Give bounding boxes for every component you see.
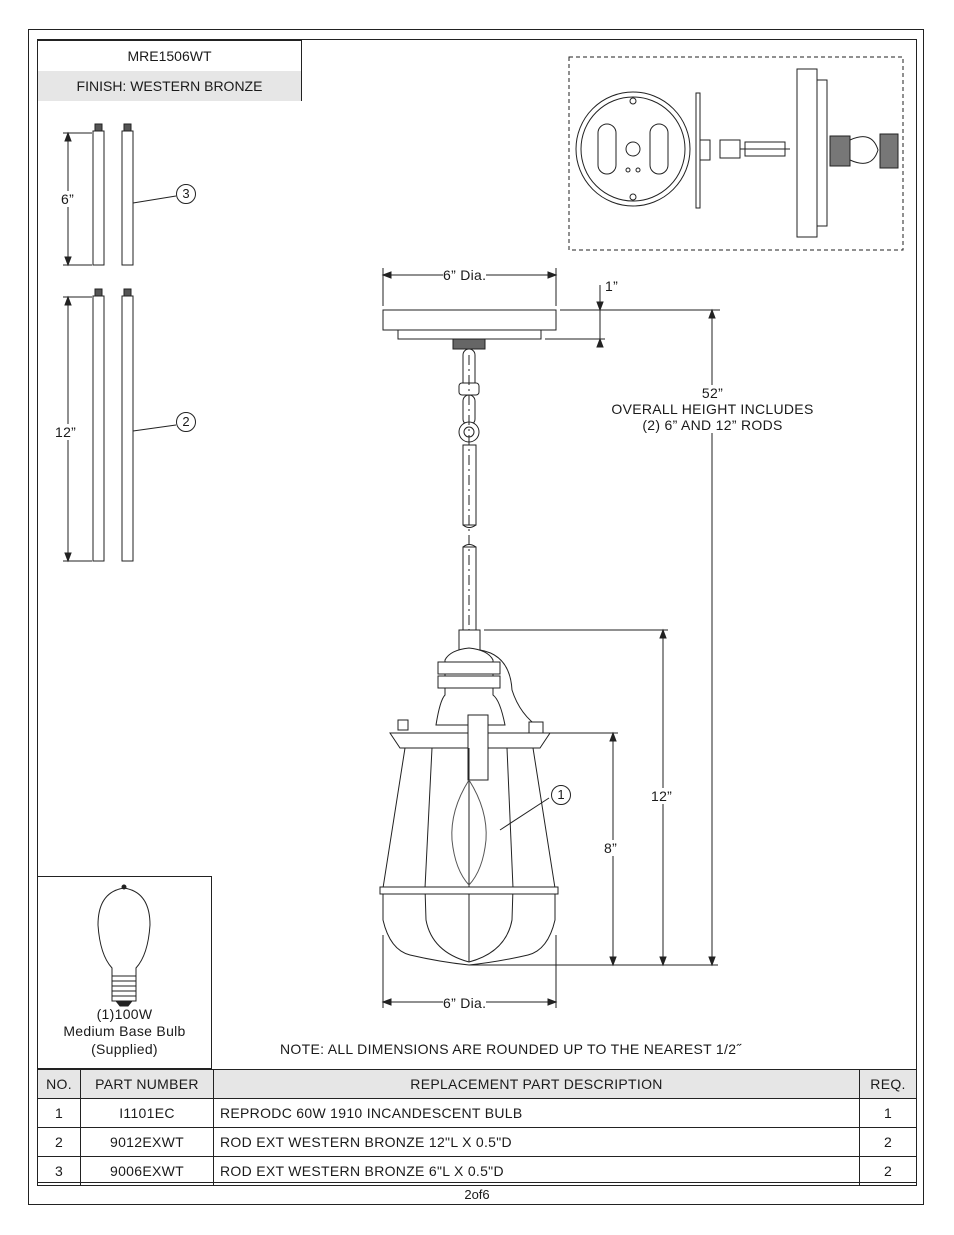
rod-long-pair — [63, 288, 177, 563]
callout-3: 3 — [176, 184, 196, 204]
cell-description: ROD EXT WESTERN BRONZE 6"L X 0.5"D — [213, 1156, 860, 1186]
rod-long-length: 12” — [55, 424, 77, 440]
mounting-hardware-detail — [568, 56, 904, 251]
canopy-diameter: 6” Dia. — [443, 267, 487, 283]
header-description: REPLACEMENT PART DESCRIPTION — [213, 1069, 860, 1099]
table-row: 2 9012EXWT ROD EXT WESTERN BRONZE 12"L X… — [37, 1127, 917, 1157]
cage-height: 8” — [604, 840, 618, 856]
overall-height-line2: (2) 6” AND 12” RODS — [642, 417, 783, 433]
cell-description: REPRODC 60W 1910 INCANDESCENT BULB — [213, 1098, 860, 1128]
height-dimensions — [381, 308, 718, 1008]
fixture-diameter: 6” Dia. — [443, 995, 487, 1011]
model-number: MRE1506WT — [38, 41, 301, 72]
overall-height: 52” OVERALL HEIGHT INCLUDES (2) 6” AND 1… — [590, 385, 835, 433]
bulb-wattage: (1)100W — [96, 1006, 153, 1022]
table-header-row: NO. PART NUMBER REPLACEMENT PART DESCRIP… — [37, 1069, 917, 1099]
model-info-box: MRE1506WT FINISH: WESTERN BRONZE — [37, 40, 302, 101]
page-number: 2of6 — [464, 1187, 490, 1202]
cell-part-number: 9006EXWT — [80, 1156, 214, 1186]
fixture-height: 12” — [651, 788, 673, 804]
callout-1: 1 — [551, 785, 571, 805]
table-row: 3 9006EXWT ROD EXT WESTERN BRONZE 6"L X … — [37, 1156, 917, 1186]
bulb-base-type: Medium Base Bulb — [63, 1023, 186, 1039]
overall-height-line1: OVERALL HEIGHT INCLUDES — [611, 401, 814, 417]
rod-short-pair — [63, 123, 177, 267]
table-row: 1 I1101EC REPRODC 60W 1910 INCANDESCENT … — [37, 1098, 917, 1128]
cell-req: 2 — [859, 1127, 917, 1157]
bulb-supplied: (Supplied) — [91, 1041, 158, 1057]
bulb-info-box: (1)100W Medium Base Bulb (Supplied) — [37, 876, 212, 1069]
canopy-height: 1” — [605, 278, 619, 294]
canopy — [381, 268, 720, 350]
cell-part-number: 9012EXWT — [80, 1127, 214, 1157]
replacement-parts-table: NO. PART NUMBER REPLACEMENT PART DESCRIP… — [37, 1069, 917, 1186]
cell-no: 1 — [37, 1098, 81, 1128]
cell-description: ROD EXT WESTERN BRONZE 12"L X 0.5"D — [213, 1127, 860, 1157]
callout-2: 2 — [176, 412, 196, 432]
cell-part-number: I1101EC — [80, 1098, 214, 1128]
cell-no: 2 — [37, 1127, 81, 1157]
header-part-number: PART NUMBER — [80, 1069, 214, 1099]
bulb-illustration — [97, 884, 151, 1007]
finish-label: FINISH: WESTERN BRONZE — [38, 71, 301, 101]
cell-no: 3 — [37, 1156, 81, 1186]
header-no: NO. — [37, 1069, 81, 1099]
outer-frame — [28, 29, 924, 1205]
dimension-note: NOTE: ALL DIMENSIONS ARE ROUNDED UP TO T… — [280, 1041, 742, 1057]
fixture-body — [379, 355, 559, 966]
header-req: REQ. — [859, 1069, 917, 1099]
overall-height-value: 52” — [701, 385, 724, 401]
rod-short-length: 6” — [61, 191, 75, 207]
cell-req: 2 — [859, 1156, 917, 1186]
cell-req: 1 — [859, 1098, 917, 1128]
